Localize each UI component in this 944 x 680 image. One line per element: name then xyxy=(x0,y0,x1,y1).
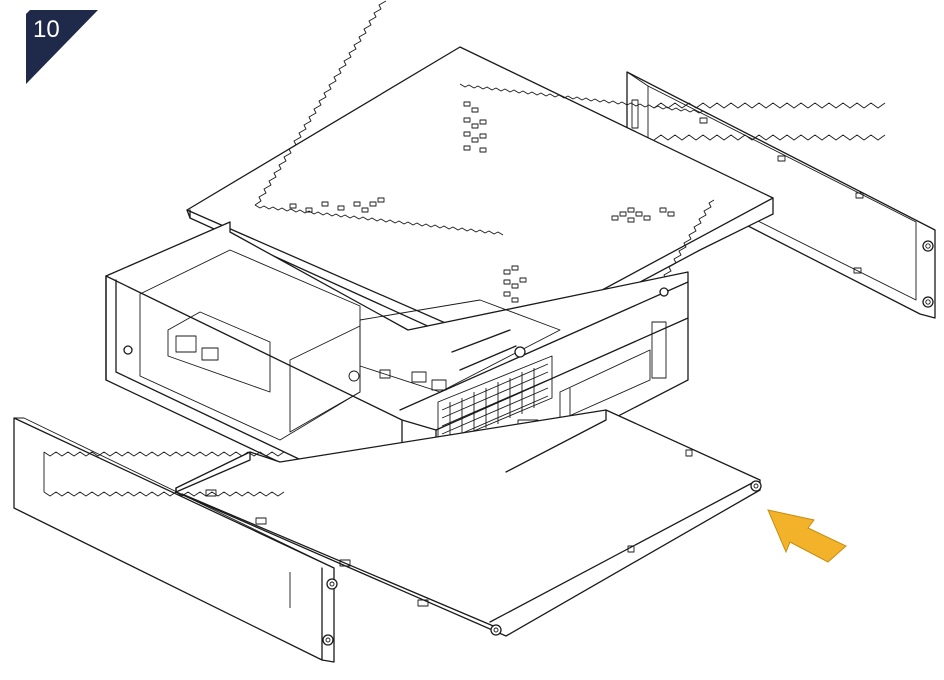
step-number: 10 xyxy=(33,16,60,43)
step-badge: 10 xyxy=(26,10,98,84)
bottom-side-panel xyxy=(175,409,762,637)
rear-vent xyxy=(437,355,553,447)
insert-direction-arrow xyxy=(767,509,847,563)
step-badge-shape xyxy=(26,10,98,84)
left-side-panel xyxy=(13,417,338,663)
